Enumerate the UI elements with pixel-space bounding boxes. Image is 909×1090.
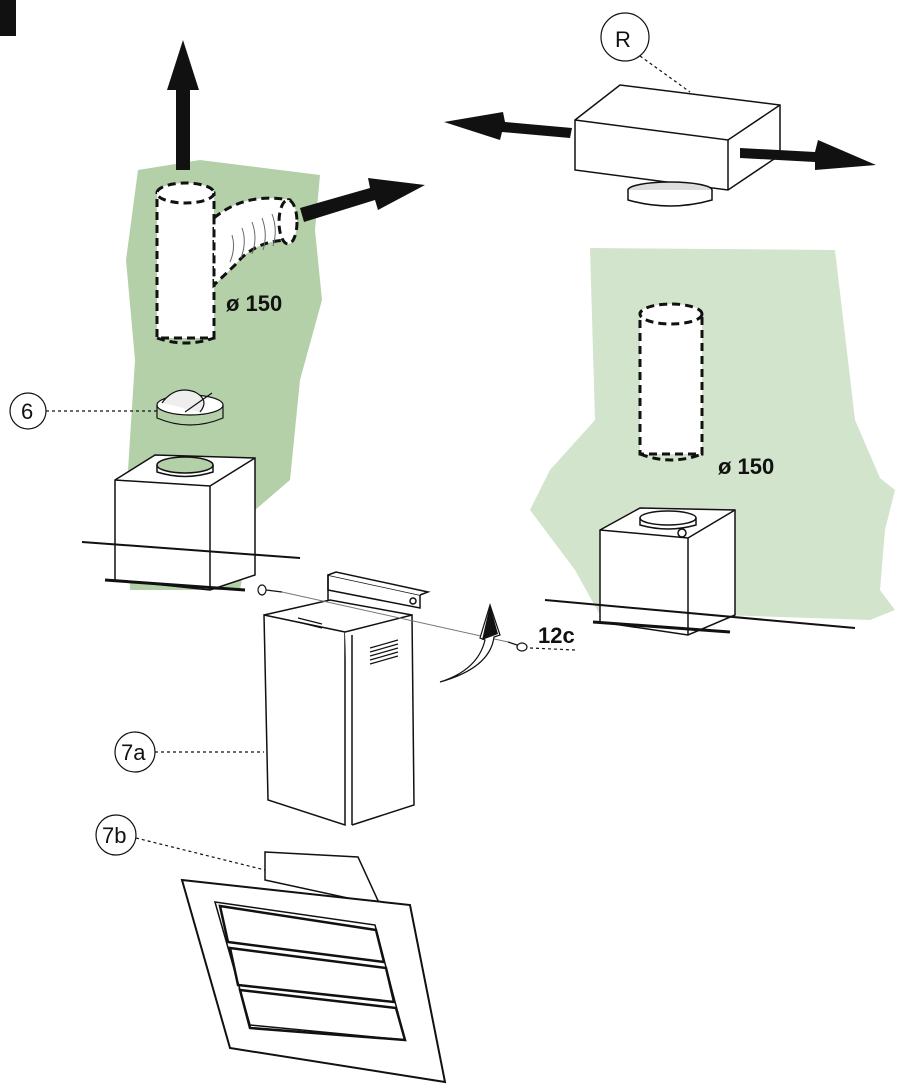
right-duct-dashed bbox=[638, 302, 704, 462]
chimney-upper-bracket bbox=[327, 571, 431, 612]
callout-12c-label: 12c bbox=[538, 623, 575, 648]
non-return-valve bbox=[156, 389, 224, 426]
screw-right bbox=[507, 641, 528, 652]
screw-left bbox=[257, 584, 283, 596]
rotation-arrow bbox=[439, 603, 501, 683]
callout-7b-circle bbox=[95, 814, 137, 856]
recirculation-right-arrow bbox=[740, 140, 876, 170]
recirculation-filter-box bbox=[574, 84, 781, 207]
callout-r-label: R bbox=[615, 27, 631, 52]
callout-6-label: 6 bbox=[21, 399, 33, 424]
left-motor-box bbox=[114, 454, 256, 591]
corner-mark bbox=[0, 0, 16, 36]
chimney-cover bbox=[263, 599, 415, 827]
duct-diameter-label-right: ø 150 bbox=[718, 454, 774, 479]
callout-r-circle bbox=[600, 12, 650, 62]
exhaust-side-arrow bbox=[300, 178, 425, 222]
callout-7a-label: 7a bbox=[121, 740, 146, 765]
recirculation-left-arrow bbox=[444, 112, 572, 140]
callout-r-leader bbox=[639, 55, 691, 93]
duct-diameter-label-left: ø 150 bbox=[226, 291, 282, 316]
screw-alignment-line bbox=[281, 591, 509, 643]
right-motor-box bbox=[599, 507, 736, 636]
hood-glass-panel bbox=[180, 851, 447, 1084]
right-base-line bbox=[592, 620, 731, 634]
flexible-elbow-duct bbox=[212, 196, 299, 289]
left-base-line bbox=[104, 578, 246, 592]
left-ceiling-line bbox=[81, 541, 301, 559]
exhaust-up-arrow bbox=[167, 40, 199, 170]
vertical-duct-dashed bbox=[155, 181, 216, 345]
callout-7b-leader bbox=[135, 837, 266, 871]
callout-12c-leader bbox=[529, 647, 576, 651]
right-ceiling-line bbox=[544, 599, 856, 629]
callout-7b-label: 7b bbox=[102, 823, 126, 848]
